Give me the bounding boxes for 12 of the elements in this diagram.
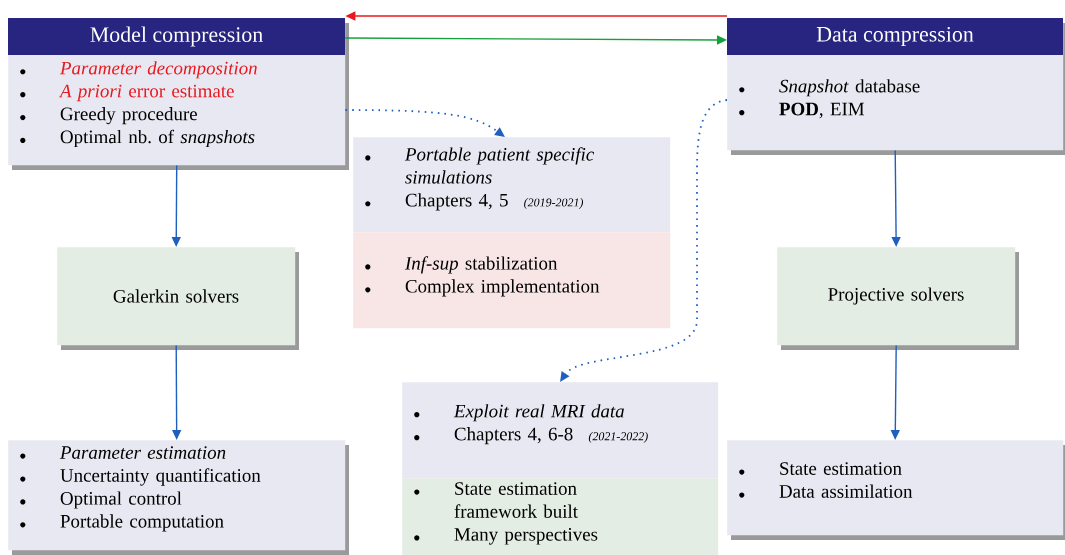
- list-box: Portable patient specific simulations Chapters 4, 5 (2019-2021): [353, 137, 671, 233]
- process-box: Projective solvers: [777, 247, 1019, 350]
- list-box: State estimation framework built Many perspectives: [402, 478, 719, 555]
- header-card: Model compression Parameter decomposition A priori error estimate Greedy procedure Optimal nb. of snapshots: [8, 18, 349, 170]
- list-box: State estimation Data assimilation: [727, 440, 1065, 540]
- process-box: Galerkin solvers: [57, 247, 299, 350]
- arrow: [344, 109, 505, 137]
- list-box: Exploit real MRI data Chapters 4, 6-8 (2021-2022): [402, 382, 719, 479]
- arrow: [560, 99, 728, 382]
- list-box: Parameter estimation Uncertainty quantification Optimal control Portable computation: [8, 440, 349, 555]
- list-box: Inf-sup stabilization Complex implementation: [353, 232, 671, 329]
- header-card: Data compression Snapshot database POD, EIM: [727, 18, 1065, 155]
